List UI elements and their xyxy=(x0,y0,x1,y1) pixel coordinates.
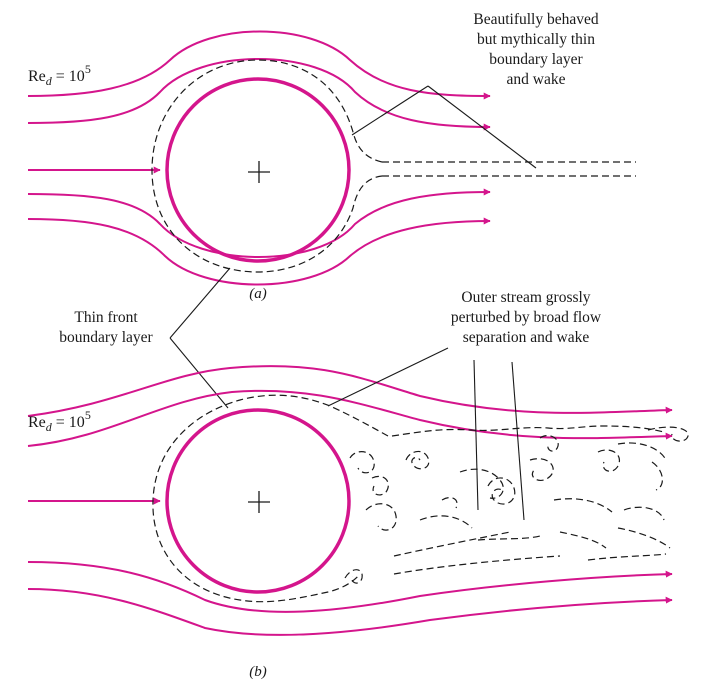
panel-b: Red = 105 Outer stream grossly perturbed… xyxy=(27,289,689,680)
svg-text:Beautifully behaved: Beautifully behaved xyxy=(473,11,598,28)
reynolds-label-a: Red = 105 xyxy=(28,62,91,88)
leader-b-to-wake xyxy=(473,359,479,511)
svg-text:boundary layer: boundary layer xyxy=(489,51,583,68)
leader-a-to-wake xyxy=(427,85,537,169)
annotation-thin-front-boundary-layer: Thin front boundary layer xyxy=(59,309,153,346)
boundary-layer-a xyxy=(151,59,383,273)
streamline-a4 xyxy=(27,188,491,258)
streamline-b2 xyxy=(27,389,673,447)
annotation-thin-boundary-layer-wake: Beautifully behaved but mythically thin … xyxy=(473,11,598,88)
separation-eddy-b xyxy=(344,569,363,584)
cylinder-a xyxy=(165,77,351,263)
panel-a: Red = 105 Beautifully behaved but mythic… xyxy=(27,11,636,302)
svg-text:separation and wake: separation and wake xyxy=(463,329,590,346)
cylinder-b xyxy=(165,408,351,594)
leader-b-to-outer xyxy=(511,361,525,521)
svg-text:perturbed by broad flow: perturbed by broad flow xyxy=(451,309,602,326)
cylinder-center-mark-a xyxy=(248,161,270,183)
leader-a-to-boundary xyxy=(351,85,429,136)
caption-a: (a) xyxy=(249,286,267,302)
leader-shared-to-a xyxy=(169,267,231,339)
svg-text:but mythically thin: but mythically thin xyxy=(477,31,595,48)
streamline-b5 xyxy=(27,588,673,636)
boundary-layer-b xyxy=(152,394,389,603)
annotation-broad-separation: Outer stream grossly perturbed by broad … xyxy=(451,289,602,346)
streamline-a1 xyxy=(27,30,491,100)
leader-b-to-stream xyxy=(327,347,449,407)
svg-text:Outer stream grossly: Outer stream grossly xyxy=(461,289,590,306)
svg-text:Thin front: Thin front xyxy=(74,309,138,326)
reynolds-label-b: Red = 105 xyxy=(28,408,91,434)
streamline-b4 xyxy=(27,561,673,613)
cylinder-center-mark-b xyxy=(248,491,270,513)
svg-text:boundary layer: boundary layer xyxy=(59,329,153,346)
streamline-b1 xyxy=(27,365,673,417)
caption-b: (b) xyxy=(249,664,267,680)
turbulent-wake-b xyxy=(349,425,689,575)
streamline-a2 xyxy=(27,58,491,131)
svg-text:and wake: and wake xyxy=(507,71,566,88)
streamline-a5 xyxy=(27,217,491,286)
